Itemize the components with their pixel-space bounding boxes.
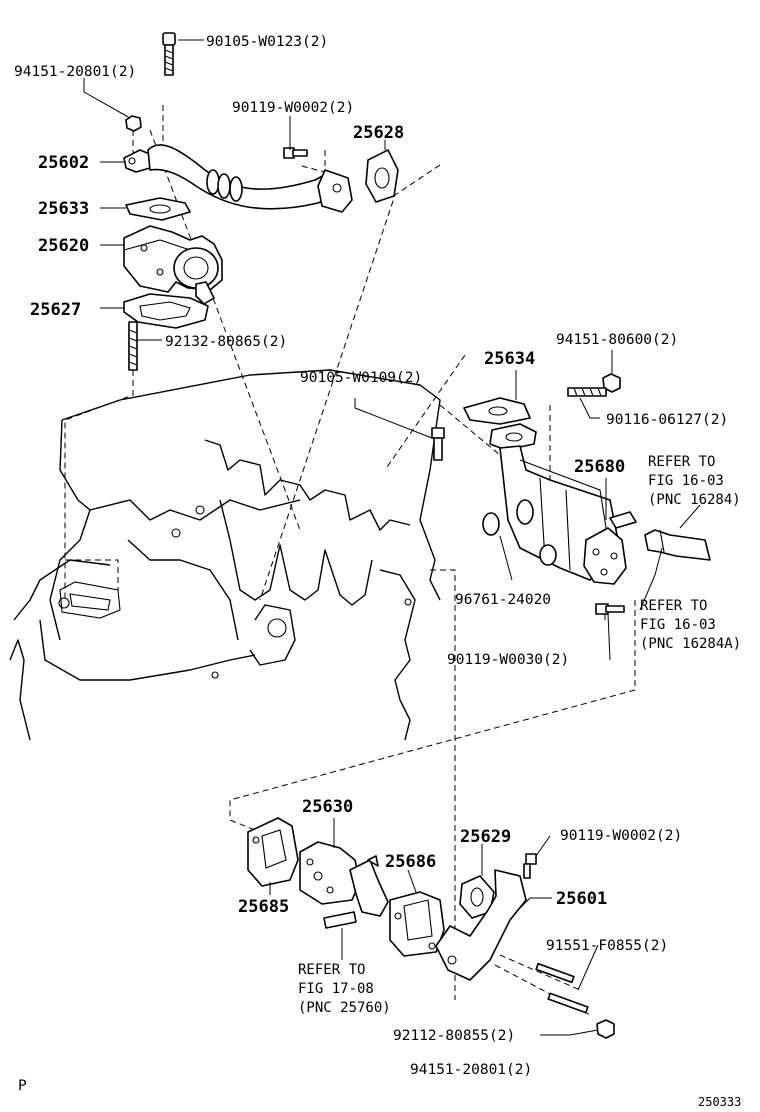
- callout-94151-20801: 94151-20801(2): [14, 64, 136, 80]
- callout-25634: 25634: [484, 349, 535, 369]
- callout-25627: 25627: [30, 300, 81, 320]
- callout-25685: 25685: [238, 897, 289, 917]
- callout-25680: 25680: [574, 457, 625, 477]
- callout-25628: 25628: [353, 123, 404, 143]
- callout-90116-06127: 90116-06127(2): [606, 412, 728, 428]
- callout-25620: 25620: [38, 236, 89, 256]
- lower-egr-assembly: [247, 817, 615, 1039]
- refer-25760-line2: FIG 17-08: [298, 981, 374, 997]
- refer-16284-line2: FIG 16-03: [648, 473, 724, 489]
- refer-16284A-line2: FIG 16-03: [640, 617, 716, 633]
- callout-25686: 25686: [385, 852, 436, 872]
- leader-lines: [83, 39, 701, 1036]
- footer-left-mark: P: [18, 1078, 27, 1094]
- egr-cooler-assembly: [431, 373, 711, 615]
- callout-25629: 25629: [460, 827, 511, 847]
- refer-25760-line3: (PNC 25760): [298, 1000, 391, 1016]
- callout-91551-F0855: 91551-F0855(2): [546, 938, 668, 954]
- footer: P 250333: [18, 1078, 741, 1109]
- refer-25760-line1: REFER TO: [298, 962, 365, 978]
- callout-90119-W0030: 90119-W0030(2): [447, 652, 569, 668]
- callout-92132-80865: 92132-80865(2): [165, 334, 287, 350]
- callout-90119-W0002: 90119-W0002(2): [232, 100, 354, 116]
- refer-16284A-line3: (PNC 16284A): [640, 636, 741, 652]
- callout-90105-W0109: 90105-W0109(2): [300, 370, 422, 386]
- callout-25630: 25630: [302, 797, 353, 817]
- callout-94151-20801-lower: 94151-20801(2): [410, 1062, 532, 1078]
- callout-90119-W0002-lower: 90119-W0002(2): [560, 828, 682, 844]
- callout-96761-24020: 96761-24020: [455, 592, 551, 608]
- reference-notes: REFER TO FIG 16-03 (PNC 16284) REFER TO …: [298, 454, 741, 1016]
- refer-16284-line3: (PNC 16284): [648, 492, 741, 508]
- engine-manifold-drawing: [9, 369, 441, 741]
- callout-25633: 25633: [38, 199, 89, 219]
- callout-94151-80600: 94151-80600(2): [556, 332, 678, 348]
- diagram-code: 250333: [698, 1095, 741, 1109]
- refer-16284A-line1: REFER TO: [640, 598, 707, 614]
- egr-valve-assembly: [123, 32, 399, 371]
- callout-25601: 25601: [556, 889, 607, 909]
- refer-16284-line1: REFER TO: [648, 454, 715, 470]
- callout-92112-80855: 92112-80855(2): [393, 1028, 515, 1044]
- callout-90105-W0123: 90105-W0123(2): [206, 34, 328, 50]
- callout-25602: 25602: [38, 153, 89, 173]
- callout-labels: 90105-W0123(2) 94151-20801(2) 90119-W000…: [14, 34, 728, 1078]
